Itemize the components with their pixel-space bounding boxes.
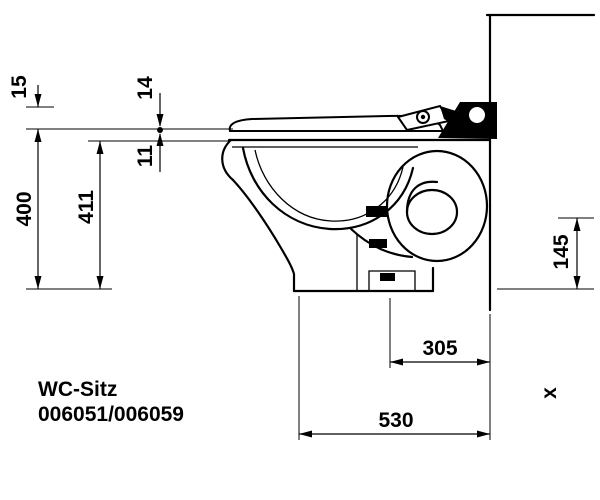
arrow-up-145-top xyxy=(573,218,581,231)
section-mark-3 xyxy=(380,273,395,281)
arrow-left-305 xyxy=(390,358,403,366)
arrow-down-145-bottom xyxy=(573,276,581,289)
bowl-to-trap-line xyxy=(348,226,414,259)
product-name: WC-Sitz xyxy=(38,378,117,401)
arrow-right-530 xyxy=(477,430,490,438)
trap-inner xyxy=(405,188,459,236)
arrow-down-15 xyxy=(34,94,42,107)
dim-14-label: 14 xyxy=(134,76,157,100)
drain-box xyxy=(368,270,416,291)
arrow-up-411-top xyxy=(96,141,104,154)
extension-lines xyxy=(26,106,594,440)
dimension-arrows xyxy=(34,94,581,438)
arrow-down-411-bottom xyxy=(96,276,104,289)
toilet-body xyxy=(221,102,497,293)
dim-400-label: 400 xyxy=(13,191,36,226)
product-numbers: 006051/006059 xyxy=(38,403,184,426)
section-mark-1 xyxy=(366,206,387,217)
bowl-front-profile xyxy=(221,138,296,293)
reference-dot xyxy=(157,127,163,133)
arrow-left-530 xyxy=(299,430,312,438)
flush-connection-hole xyxy=(469,107,485,123)
dim-15-label: 15 xyxy=(8,75,31,99)
variable-dimension-mark: x xyxy=(538,387,561,399)
dimension-labels: 15 14 11 400 411 145 305 530 x xyxy=(8,75,573,432)
arrow-down-14 xyxy=(156,114,164,127)
dim-305-label: 305 xyxy=(422,337,457,360)
bowl-inner-curve-2 xyxy=(254,149,404,222)
arrow-right-305 xyxy=(477,358,490,366)
dim-530-label: 530 xyxy=(378,409,413,432)
bowl-inner-curve xyxy=(241,146,415,231)
dim-145-label: 145 xyxy=(550,234,573,269)
trap-swirl-line xyxy=(405,180,439,214)
dim-411-label: 411 xyxy=(75,190,98,224)
trap-outer xyxy=(385,149,489,263)
product-labels: WC-Sitz 006051/006059 xyxy=(38,378,184,426)
dim-11-label: 11 xyxy=(134,145,157,168)
hinge-pivot-center xyxy=(420,114,426,120)
arrow-down-400-bottom xyxy=(34,276,42,289)
section-mark-2 xyxy=(369,239,387,248)
wall xyxy=(485,13,596,312)
arrow-up-400-top xyxy=(34,129,42,142)
arrow-up-11 xyxy=(156,133,164,146)
